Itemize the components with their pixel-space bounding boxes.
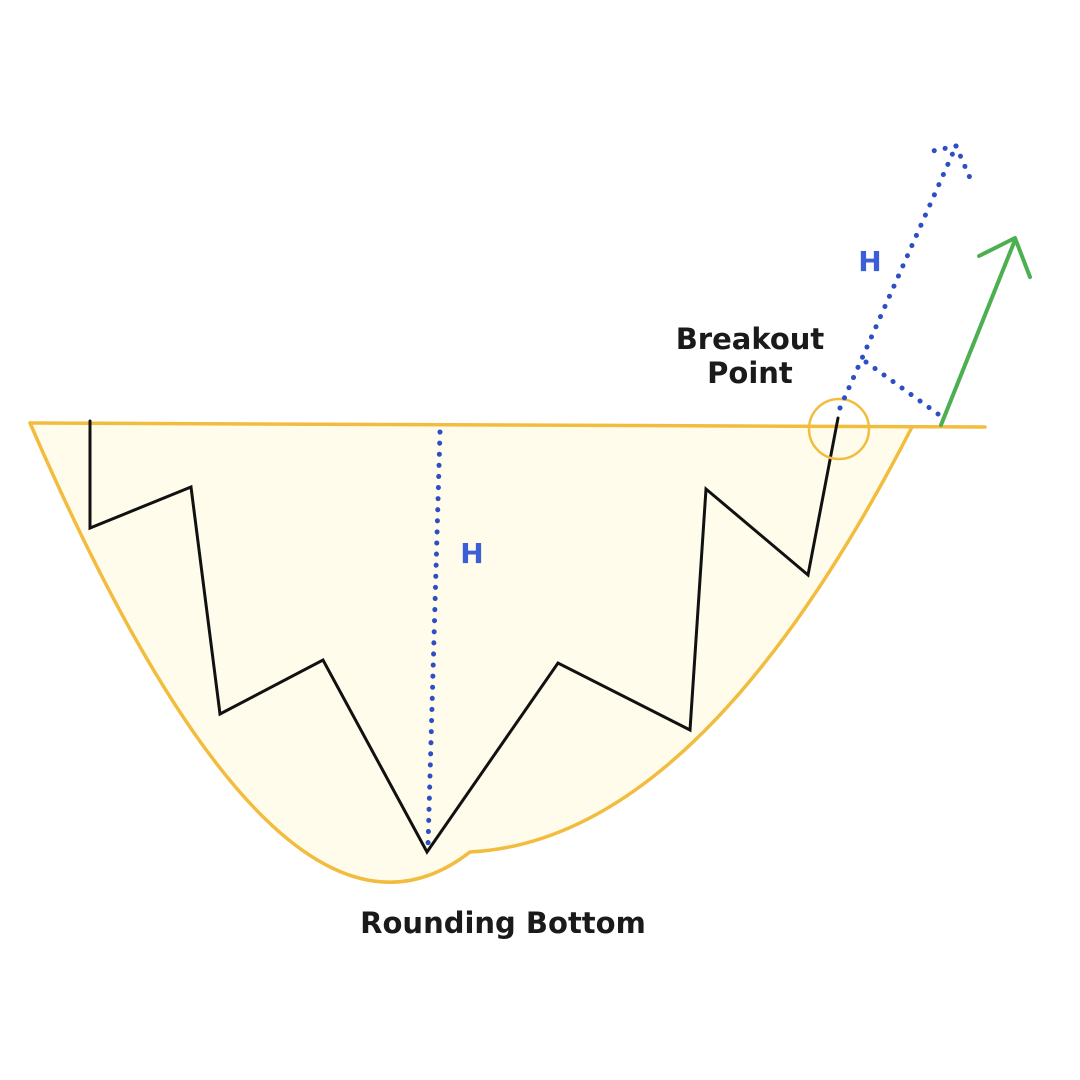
price-line [88, 416, 840, 855]
target-arrow-shaft [939, 238, 1017, 427]
target-arrow-head [977, 236, 1032, 279]
breakout-label-line1: Breakout [676, 322, 825, 356]
projected-arrow-head-left [925, 143, 959, 155]
projected-connector-line [863, 359, 941, 417]
height-label-projected: H [858, 245, 881, 278]
rounding-bottom-bowl [30, 423, 912, 883]
breakout-label-line2: Point [707, 356, 793, 390]
pattern-title: Rounding Bottom [360, 906, 646, 940]
height-measure-line [425, 429, 443, 848]
height-label-inner: H [460, 537, 483, 570]
breakout-marker-circle [807, 397, 871, 461]
up-right-arrow-icon [939, 236, 1032, 427]
neckline [28, 421, 987, 429]
projected-height-line [837, 143, 959, 411]
rounding-bottom-curve [28, 421, 914, 884]
projected-arrow-head-right [953, 143, 973, 181]
dotted-arrow-icon [837, 143, 973, 417]
